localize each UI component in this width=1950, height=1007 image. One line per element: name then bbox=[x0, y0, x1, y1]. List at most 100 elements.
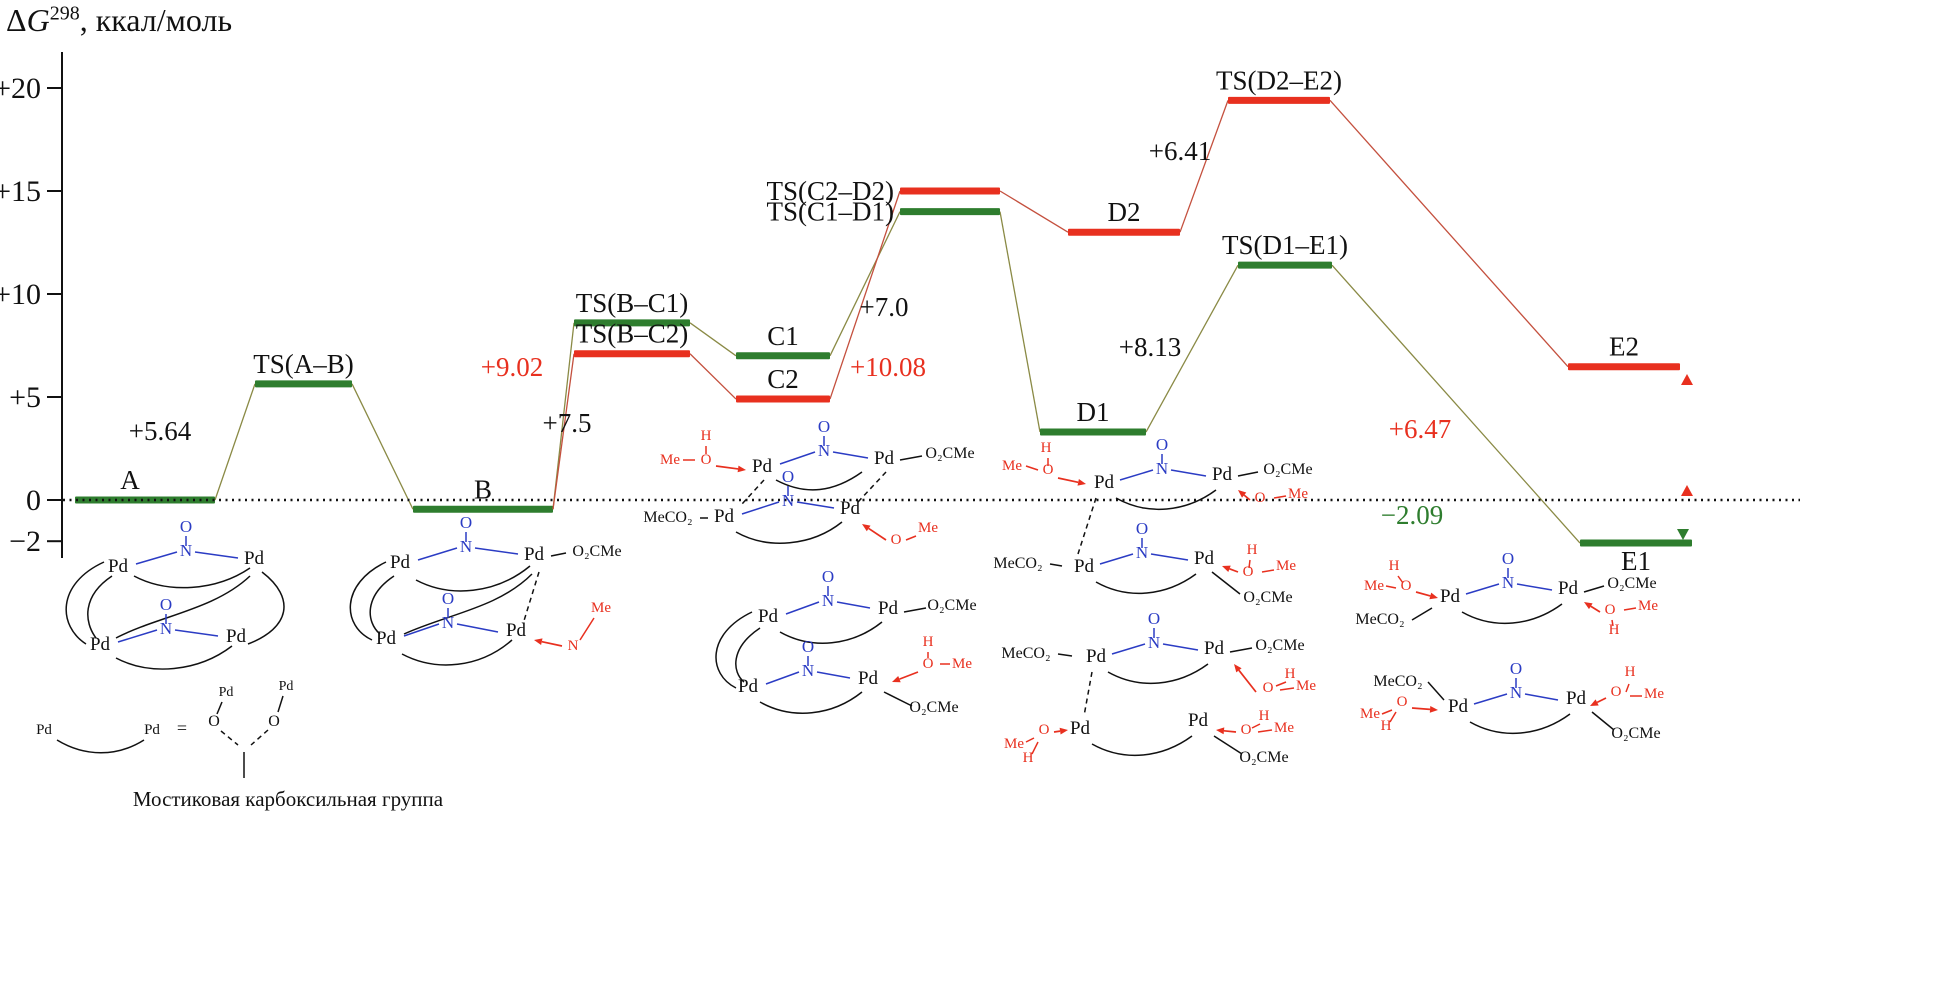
atom-label: Me bbox=[1274, 720, 1294, 736]
coordination-arrowhead bbox=[1584, 602, 1593, 610]
bond-arc bbox=[369, 575, 395, 635]
atom-label: O₂CMe bbox=[572, 543, 621, 560]
atom-label: H bbox=[1247, 542, 1258, 558]
atom-label: Pd bbox=[1194, 548, 1215, 569]
atom-label: Pd bbox=[390, 552, 411, 573]
atom-label: Pd bbox=[874, 448, 895, 469]
atom-label: O₂CMe bbox=[925, 445, 974, 462]
atom-label: Pd bbox=[524, 544, 545, 565]
atom-label: N bbox=[782, 491, 794, 510]
state-label-ts-b-c1: TS(B–C1) bbox=[576, 288, 689, 318]
coordination-arrow bbox=[1053, 730, 1061, 733]
path-connector bbox=[351, 383, 414, 510]
atom-label: H bbox=[1381, 718, 1392, 734]
y-tick-label: +20 bbox=[0, 72, 41, 105]
atom-label: H bbox=[1259, 708, 1270, 724]
atom-label: Pd bbox=[90, 634, 111, 655]
atom-label: Me bbox=[1638, 598, 1658, 614]
y-tick-label: +10 bbox=[0, 278, 41, 311]
atom-label: O₂CMe bbox=[1611, 725, 1660, 742]
coordination-arrowhead bbox=[1059, 727, 1068, 735]
atom-label: N bbox=[802, 661, 814, 680]
atom-label: N bbox=[460, 537, 472, 556]
state-label-ts-a-b: TS(A–B) bbox=[253, 349, 354, 379]
energy-annotation: +6.47 bbox=[1389, 414, 1451, 444]
bond-arc bbox=[403, 573, 533, 635]
y-tick-label: −2 bbox=[9, 525, 41, 558]
coordination-arrow bbox=[1243, 494, 1251, 501]
bond bbox=[905, 535, 917, 541]
energy-level-e1 bbox=[1580, 539, 1692, 547]
energy-level-b bbox=[413, 505, 553, 513]
atom-label: Pd bbox=[714, 506, 735, 527]
atom-label: Me bbox=[1002, 458, 1022, 474]
coordination-arrow bbox=[899, 671, 919, 680]
bond bbox=[250, 729, 269, 746]
bond-arc bbox=[115, 645, 233, 670]
atom-label: Me bbox=[1364, 578, 1384, 594]
bond-arc bbox=[735, 521, 843, 544]
path-connector bbox=[1331, 264, 1581, 544]
bond bbox=[220, 730, 239, 746]
bond bbox=[1381, 709, 1393, 715]
state-label-a: A bbox=[120, 465, 140, 495]
bond bbox=[796, 501, 835, 509]
atom-label: O bbox=[180, 517, 192, 536]
atom-label: O bbox=[1136, 519, 1148, 538]
bond-arc bbox=[247, 571, 285, 645]
energy-annotation: +6.41 bbox=[1149, 136, 1211, 166]
atom-label: Pd bbox=[738, 676, 759, 697]
path-connector bbox=[689, 322, 737, 357]
atom-label: Me bbox=[918, 520, 938, 536]
atom-label: O bbox=[1039, 722, 1050, 738]
path-connector bbox=[552, 353, 575, 510]
atom-label: Pd bbox=[1086, 646, 1107, 667]
atom-label: H bbox=[701, 428, 712, 444]
atom-label: H bbox=[1625, 664, 1636, 680]
atom-label: O bbox=[891, 532, 902, 548]
atom-label: O bbox=[1611, 684, 1622, 700]
bond bbox=[1427, 681, 1445, 701]
path-connector bbox=[829, 190, 901, 400]
series-pathway-1-green bbox=[75, 208, 1692, 547]
atom-label: Pd bbox=[1566, 688, 1587, 709]
bond bbox=[1025, 465, 1039, 471]
energy-level-ts-d2-e2 bbox=[1228, 96, 1330, 104]
atom-label: O bbox=[460, 513, 472, 532]
coordination-arrow bbox=[1223, 729, 1237, 733]
atom-label: N bbox=[1510, 683, 1522, 702]
path-connector bbox=[214, 383, 256, 501]
bond bbox=[1057, 653, 1073, 657]
atom-label: O bbox=[1148, 609, 1160, 628]
bond-arc bbox=[133, 567, 251, 589]
atom-label: Me bbox=[660, 452, 680, 468]
bond bbox=[1273, 495, 1287, 499]
atom-label: H bbox=[1389, 558, 1400, 574]
energy-annotation: +10.08 bbox=[850, 352, 926, 382]
atom-label: Pd bbox=[226, 626, 247, 647]
bond bbox=[1261, 569, 1275, 573]
atom-label: O₂CMe bbox=[1263, 461, 1312, 478]
coordination-arrowhead bbox=[1222, 565, 1231, 572]
atom-label: Pd bbox=[840, 498, 861, 519]
bond-arc bbox=[759, 691, 863, 714]
atom-label: MeCO₂ bbox=[1373, 673, 1422, 690]
bond bbox=[1031, 741, 1039, 755]
atom-label: Me bbox=[1360, 706, 1380, 722]
bond-arc bbox=[735, 627, 761, 683]
bond bbox=[1611, 619, 1614, 627]
state-label-c2: C2 bbox=[767, 364, 799, 394]
bond bbox=[836, 601, 871, 609]
atom-label: Pd bbox=[858, 668, 879, 689]
coordination-arrowhead bbox=[1429, 706, 1438, 713]
atom-label: O bbox=[701, 452, 712, 468]
bond-arc bbox=[65, 561, 105, 645]
atom-label: H bbox=[1609, 622, 1620, 638]
y-tick-label: 0 bbox=[26, 484, 41, 517]
